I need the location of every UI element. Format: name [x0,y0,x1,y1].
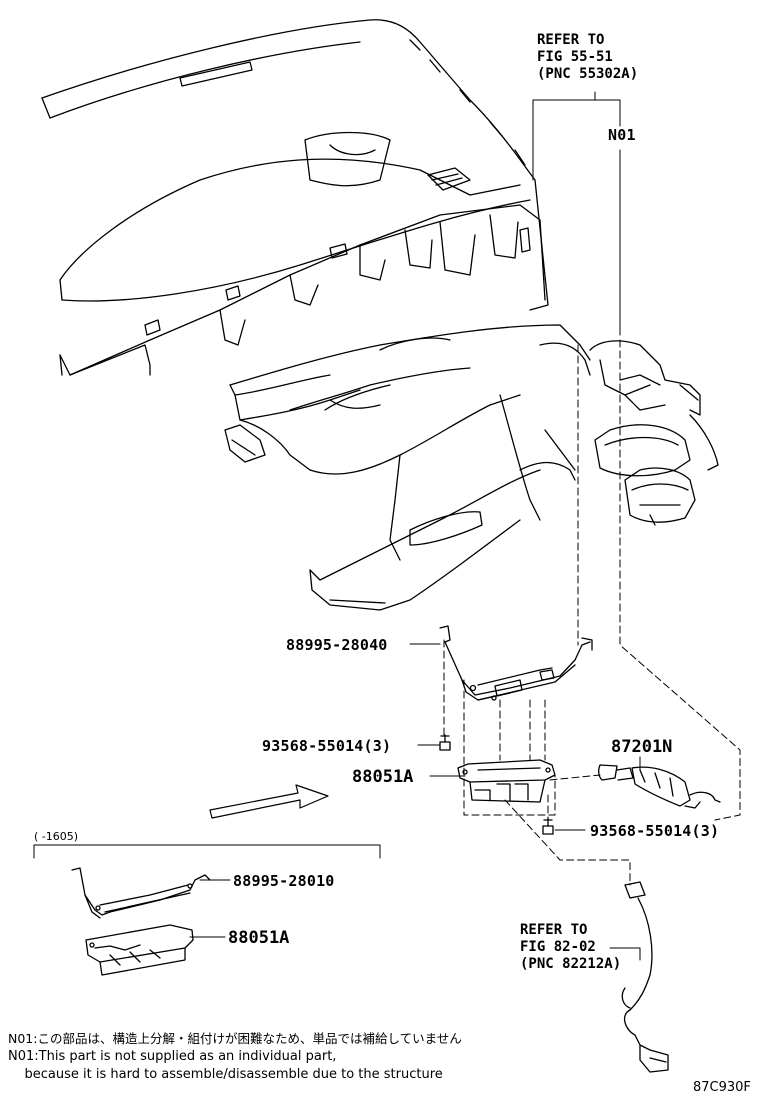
instrument-panel-drawing [41,19,549,376]
refer-bottom-line-2: FIG 82-02 [520,939,596,955]
inset-range-bracket [33,844,381,859]
wire-harness-drawing [621,881,669,1073]
direction-arrow [209,784,329,819]
bracket-88995-28010-drawing [71,867,211,919]
callout-93568-55014-right: 93568-55014(3) [590,822,720,840]
callout-88051A-old: 88051A [228,928,290,948]
note-line-en-1: N01:This part is not supplied as an indi… [8,1049,337,1064]
screw-93568-55014-right-drawing [542,817,554,835]
refer-top-line-1: REFER TO [537,32,605,48]
inset-range-label: ( -1605) [34,830,79,843]
dashed-assembly-lines [443,339,741,886]
side-vent-duct-drawing [589,340,719,526]
callout-88995-28040: 88995-28040 [286,636,388,654]
figure-code: 87C930F [693,1080,751,1095]
bracket-88995-28040-drawing [439,625,593,701]
callout-n01: N01 [608,126,636,144]
refer-bottom-line-1: REFER TO [520,922,588,938]
callout-93568-55014-left: 93568-55014(3) [262,737,392,755]
dash-reinforcement-drawing [224,324,591,611]
callout-88051A: 88051A [352,767,414,787]
sensor-87201N-drawing [598,764,721,809]
refer-top-label: REFER TO FIG 55-51 (PNC 55302A) [537,32,638,83]
leader-lines [189,91,641,961]
callout-87201N: 87201N [611,737,673,757]
refer-bottom-line-3: (PNC 82212A) [520,956,622,972]
airbag-sensor-unit-88051A-drawing [457,759,556,803]
screw-93568-55014-left-drawing [439,734,451,751]
airbag-sensor-unit-old-88051A-drawing [85,924,194,976]
refer-top-line-2: FIG 55-51 [537,49,613,65]
note-line-en-2: because it is hard to assemble/disassemb… [8,1067,443,1082]
callout-88995-28010: 88995-28010 [233,872,335,890]
refer-top-line-3: (PNC 55302A) [537,66,639,82]
note-line-ja: N01:この部品は、構造上分解・組付けが困難なため、単品では補給していません [8,1031,462,1046]
notes-block: N01:この部品は、構造上分解・組付けが困難なため、単品では補給していません N… [8,1030,462,1084]
refer-bottom-label: REFER TO FIG 82-02 (PNC 82212A) [520,922,621,973]
